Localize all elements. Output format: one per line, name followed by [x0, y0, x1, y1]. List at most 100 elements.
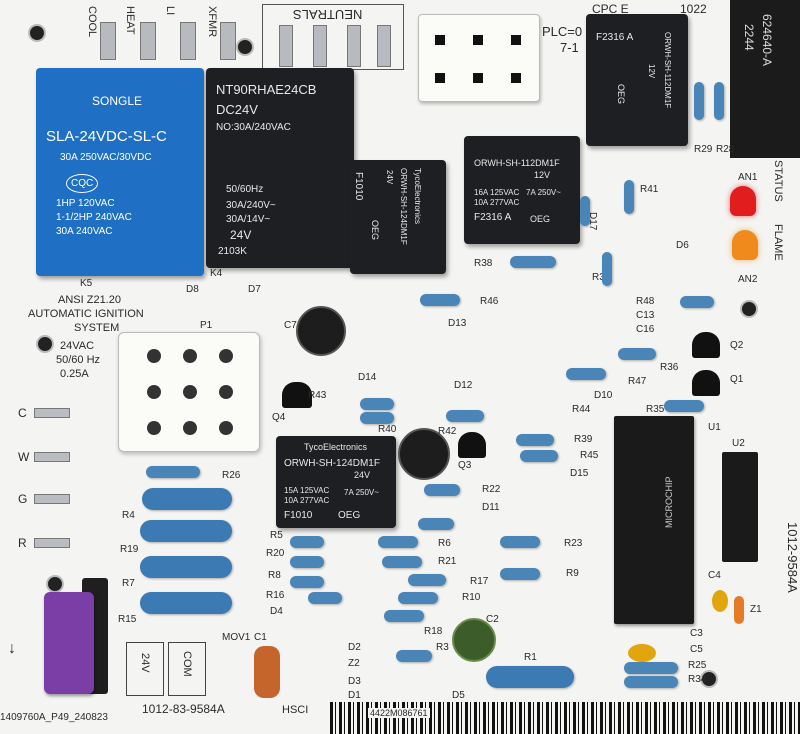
- mounting-hole: [28, 24, 46, 42]
- resistor: [500, 568, 540, 580]
- designator-d10: D10: [594, 390, 613, 401]
- te-middle-code: F2316 A: [474, 212, 512, 223]
- resistor-r38: [510, 256, 556, 268]
- status-label: STATUS: [772, 160, 784, 202]
- designator-k4: K4: [210, 268, 223, 279]
- designator-d15: D15: [570, 468, 589, 479]
- transistor-q2: [692, 332, 720, 358]
- designator-c7: C7: [284, 320, 297, 331]
- designator-r23: R23: [564, 538, 583, 549]
- connector-pin: [219, 349, 233, 363]
- tyco-center-model: ORWH-SH-124DM1F: [284, 458, 380, 469]
- designator-u2: U2: [732, 438, 745, 449]
- tyco-center-r1: 15A 125VAC: [284, 486, 330, 495]
- designator-r37: R37: [592, 272, 610, 283]
- resistor: [382, 556, 422, 568]
- tyco-small-brand: TycoElectronics: [413, 168, 422, 225]
- resistor-r19: [140, 520, 232, 542]
- resistor-r46: [420, 294, 460, 306]
- purple-fuse: [44, 592, 94, 694]
- terminal-label-heat: HEAT: [124, 6, 136, 35]
- board-code: 1409760A_P49_240823: [0, 712, 108, 723]
- capacitor-c7: [296, 306, 346, 356]
- ignition-label: AUTOMATIC IGNITION: [28, 308, 144, 320]
- spade-terminal: [100, 22, 116, 60]
- neutrals-terminal-block: NEUTRALS: [262, 4, 404, 70]
- songle-rating-4: 30A 240VAC: [56, 226, 113, 237]
- resistor: [580, 196, 590, 226]
- designator-r18: R18: [424, 626, 443, 637]
- connector-pin: [219, 421, 233, 435]
- designator-q4: Q4: [272, 412, 286, 423]
- nt90-coil: 24V: [230, 228, 252, 242]
- designator-d12: D12: [454, 380, 473, 391]
- mounting-hole: [236, 38, 254, 56]
- resistor: [602, 252, 612, 286]
- tyco-center-oeg: OEG: [338, 510, 361, 521]
- terminal-g: [34, 494, 70, 504]
- ic-u2: [722, 452, 758, 562]
- te-top-relay: F2316 A ORWH-SH-112DM1F 12V OEG: [586, 14, 688, 146]
- designator-r29: R29: [694, 144, 713, 155]
- connector-pin: [183, 421, 197, 435]
- te-top-model: ORWH-SH-112DM1F: [663, 32, 672, 109]
- resistor-r15: [140, 592, 232, 614]
- resistor: [424, 484, 460, 496]
- resistor: [360, 398, 394, 410]
- te-top-coil: 12V: [647, 64, 656, 79]
- connector-pin: [183, 349, 197, 363]
- designator-r39: R39: [574, 434, 593, 445]
- connector-pin: [511, 73, 521, 83]
- designator-r16: R16: [266, 590, 285, 601]
- terminal-r: [34, 538, 70, 548]
- songle-model: SLA-24VDC-SL-C: [46, 128, 167, 145]
- te-middle-model: ORWH-SH-112DM1F: [474, 158, 560, 168]
- plc-text-3: 7-1: [560, 40, 579, 55]
- designator-r4: R4: [122, 510, 135, 521]
- designator-r42: R42: [438, 426, 457, 437]
- designator-d4: D4: [270, 606, 283, 617]
- te-top-oeg: OEG: [616, 84, 626, 105]
- resistor-r7: [140, 556, 232, 578]
- songle-rating-2: 1HP 120VAC: [56, 198, 115, 209]
- connector-pin: [435, 73, 445, 83]
- designator-c2: C2: [486, 614, 499, 625]
- designator-r17: R17: [470, 576, 489, 587]
- resistor: [360, 412, 394, 424]
- designator-d3: D3: [348, 676, 361, 687]
- designator-r41: R41: [640, 184, 659, 195]
- resistor-r4: [142, 488, 232, 510]
- te-middle-relay: ORWH-SH-112DM1F 12V 16A 125VAC 10A 277VA…: [464, 136, 580, 244]
- resistor: [694, 82, 704, 120]
- spade-terminal: [313, 25, 327, 67]
- connector-pin: [147, 349, 161, 363]
- resistor: [290, 536, 324, 548]
- designator-r46: R46: [480, 296, 499, 307]
- resistor-r26: [146, 466, 200, 478]
- nt90-freq: 50/60Hz: [226, 184, 264, 195]
- designator-r15: R15: [118, 614, 137, 625]
- freq-label: 50/60 Hz: [56, 354, 101, 366]
- designator-r36: R36: [660, 362, 679, 373]
- p1-nine-pin-connector: [118, 332, 260, 452]
- designator-r26: R26: [222, 470, 241, 481]
- capacitor-large: [398, 428, 450, 480]
- designator-c13: C13: [636, 310, 655, 321]
- flame-led: [732, 230, 758, 260]
- designator-r9: R9: [566, 568, 579, 579]
- flame-label: FLAME: [772, 224, 784, 261]
- resistor: [384, 610, 424, 622]
- songle-cert: CQC: [66, 174, 99, 193]
- designator-c1: C1: [254, 632, 267, 643]
- terminal-label-xfmr: XFMR: [206, 6, 218, 38]
- designator-c3: C3: [690, 628, 703, 639]
- terminal-24v-label: 24V: [139, 653, 151, 673]
- designator-k5: K5: [80, 278, 93, 289]
- resistor-r47: [618, 348, 656, 360]
- capacitor-c1: [254, 646, 280, 698]
- designator-r7: R7: [122, 578, 135, 589]
- designator-c5: C5: [690, 644, 703, 655]
- nt90-voltage: DC24V: [216, 102, 258, 117]
- top-terminal-strip: COOL HEAT LI XFMR: [78, 0, 248, 60]
